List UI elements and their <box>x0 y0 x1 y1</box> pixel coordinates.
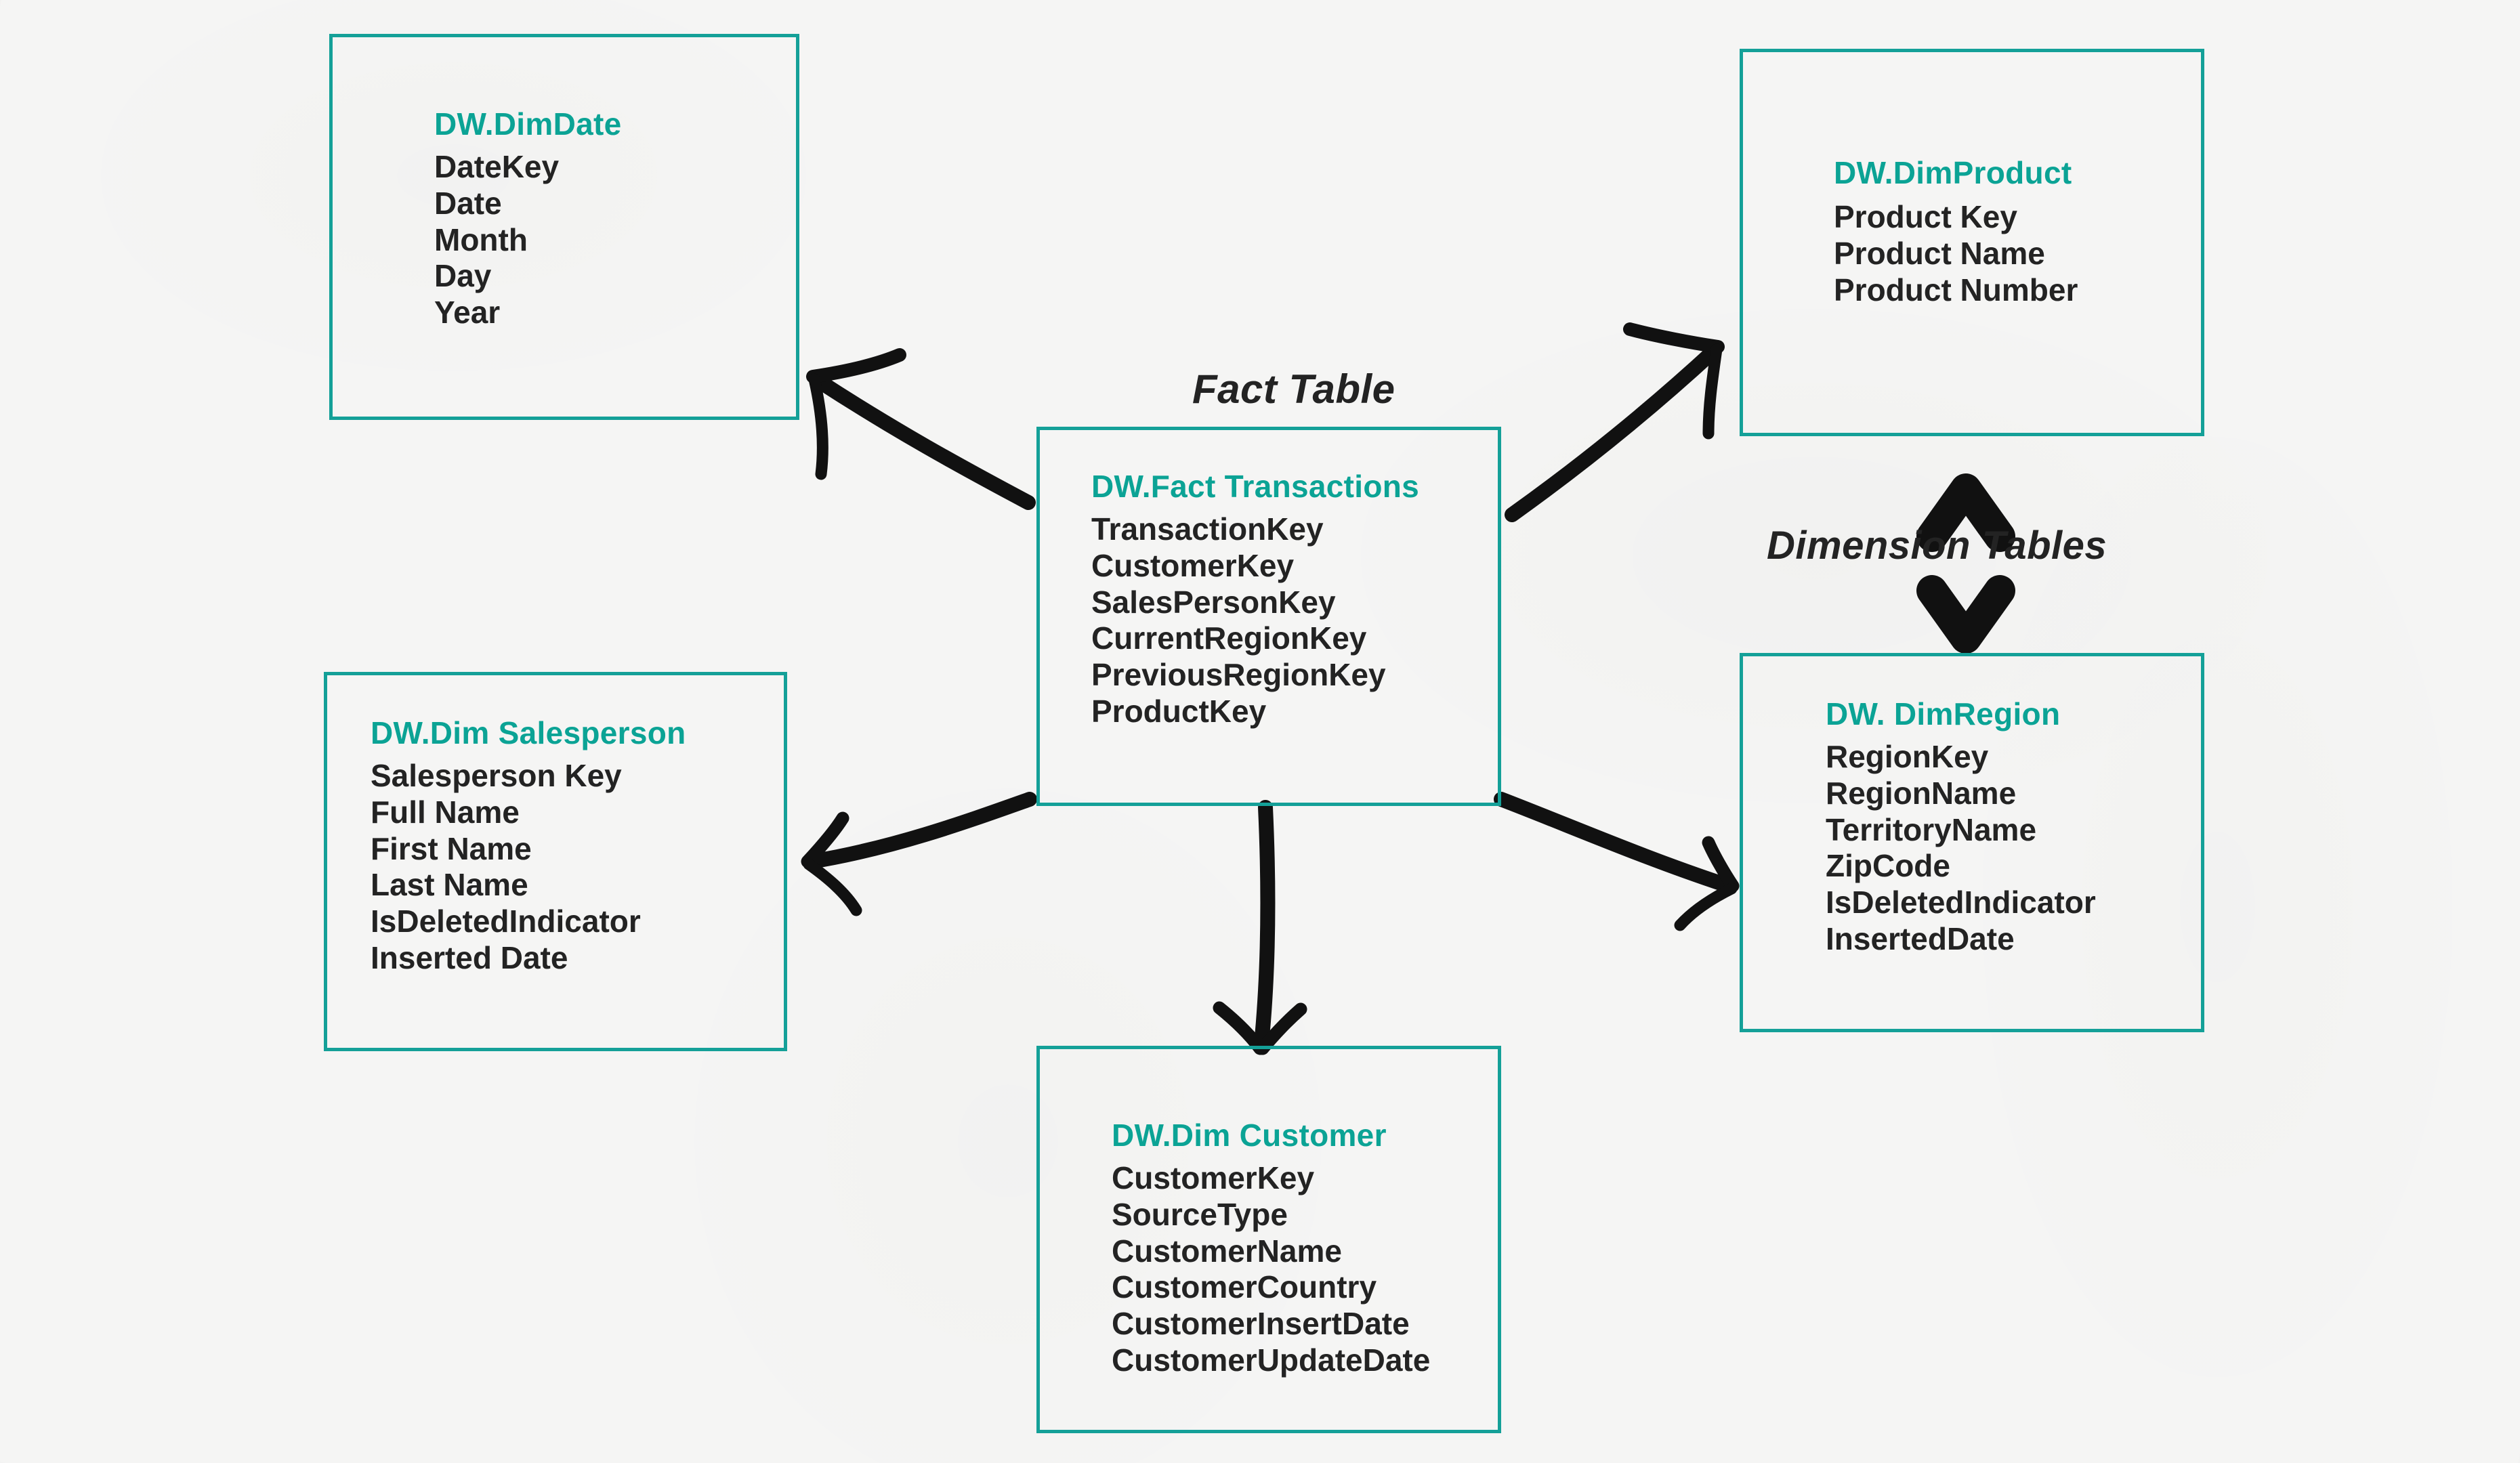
field-item: CustomerName <box>1112 1233 1342 1269</box>
field-item: CurrentRegionKey <box>1091 620 1367 656</box>
field-item: ProductKey <box>1091 694 1267 729</box>
field-item: PreviousRegionKey <box>1091 657 1386 693</box>
field-item: DateKey <box>434 149 560 184</box>
field-item: ZipCode <box>1826 848 1950 884</box>
entity-title-dim-date: DW.DimDate <box>434 106 622 142</box>
field-item: CustomerInsertDate <box>1112 1306 1410 1342</box>
entity-box-dim-salesperson[interactable]: DW.Dim Salesperson Salesperson Key Full … <box>324 672 787 1051</box>
field-list-fact-table: TransactionKey CustomerKey SalesPersonKe… <box>1091 511 1419 730</box>
field-item: Month <box>434 221 528 257</box>
field-item: IsDeletedIndicator <box>1826 885 2096 920</box>
entity-box-dim-region[interactable]: DW. DimRegion RegionKey RegionName Terri… <box>1740 653 2204 1032</box>
field-item: RegionKey <box>1826 739 1989 774</box>
field-item: IsDeletedIndicator <box>371 904 641 939</box>
field-item: Full Name <box>371 794 520 830</box>
field-item: RegionName <box>1826 775 2017 811</box>
field-item: TransactionKey <box>1091 511 1324 547</box>
field-item: SourceType <box>1112 1196 1288 1232</box>
arrow-fact-to-dimregion <box>1494 792 1740 931</box>
field-item: Inserted Date <box>371 940 568 976</box>
field-item: SalesPersonKey <box>1091 584 1336 620</box>
fact-table-caption: Fact Table <box>1192 366 1395 412</box>
arrow-fact-to-dimproduct <box>1505 322 1725 522</box>
field-list-dim-customer: CustomerKey SourceType CustomerName Cust… <box>1112 1160 1430 1379</box>
entity-title-dim-customer: DW.Dim Customer <box>1112 1118 1387 1153</box>
field-item: Product Key <box>1834 199 2017 234</box>
dimension-tables-caption: Dimension Tables <box>1767 524 2107 568</box>
arrow-fact-to-dimcustomer <box>1213 800 1307 1055</box>
field-item: Last Name <box>371 867 528 903</box>
field-item: Day <box>434 258 492 294</box>
field-item: CustomerKey <box>1091 547 1295 583</box>
field-item: InsertedDate <box>1826 921 2015 957</box>
field-item: Salesperson Key <box>371 758 622 793</box>
field-item: CustomerCountry <box>1112 1269 1377 1305</box>
arrow-fact-to-dimsalesperson <box>801 792 1037 916</box>
field-list-dim-product: Product Key Product Name Product Number <box>1834 199 2078 308</box>
field-item: First Name <box>371 830 532 866</box>
field-item: Date <box>434 185 502 221</box>
field-item: TerritoryName <box>1826 811 2037 847</box>
field-item: Product Name <box>1834 235 2045 271</box>
entity-box-fact-table[interactable]: DW.Fact Transactions TransactionKey Cust… <box>1036 427 1501 806</box>
chevron-down-icon <box>1916 575 2015 654</box>
field-item: CustomerKey <box>1112 1160 1315 1195</box>
entity-box-dim-customer[interactable]: DW.Dim Customer CustomerKey SourceType C… <box>1036 1046 1501 1433</box>
field-item: Year <box>434 295 501 331</box>
entity-title-fact-table: DW.Fact Transactions <box>1091 469 1420 504</box>
field-item: CustomerUpdateDate <box>1112 1342 1431 1378</box>
field-list-dim-date: DateKey Date Month Day Year <box>434 149 621 331</box>
entity-title-dim-product: DW.DimProduct <box>1834 155 2072 190</box>
arrow-fact-to-dimdate <box>806 348 1036 510</box>
field-list-dim-region: RegionKey RegionName TerritoryName ZipCo… <box>1826 739 2096 958</box>
entity-box-dim-product[interactable]: DW.DimProduct Product Key Product Name P… <box>1740 49 2204 436</box>
field-list-dim-salesperson: Salesperson Key Full Name First Name Las… <box>371 758 686 977</box>
entity-title-dim-salesperson: DW.Dim Salesperson <box>371 715 686 750</box>
entity-box-dim-date[interactable]: DW.DimDate DateKey Date Month Day Year <box>329 34 799 420</box>
entity-title-dim-region: DW. DimRegion <box>1826 696 2061 732</box>
field-item: Product Number <box>1834 272 2078 308</box>
